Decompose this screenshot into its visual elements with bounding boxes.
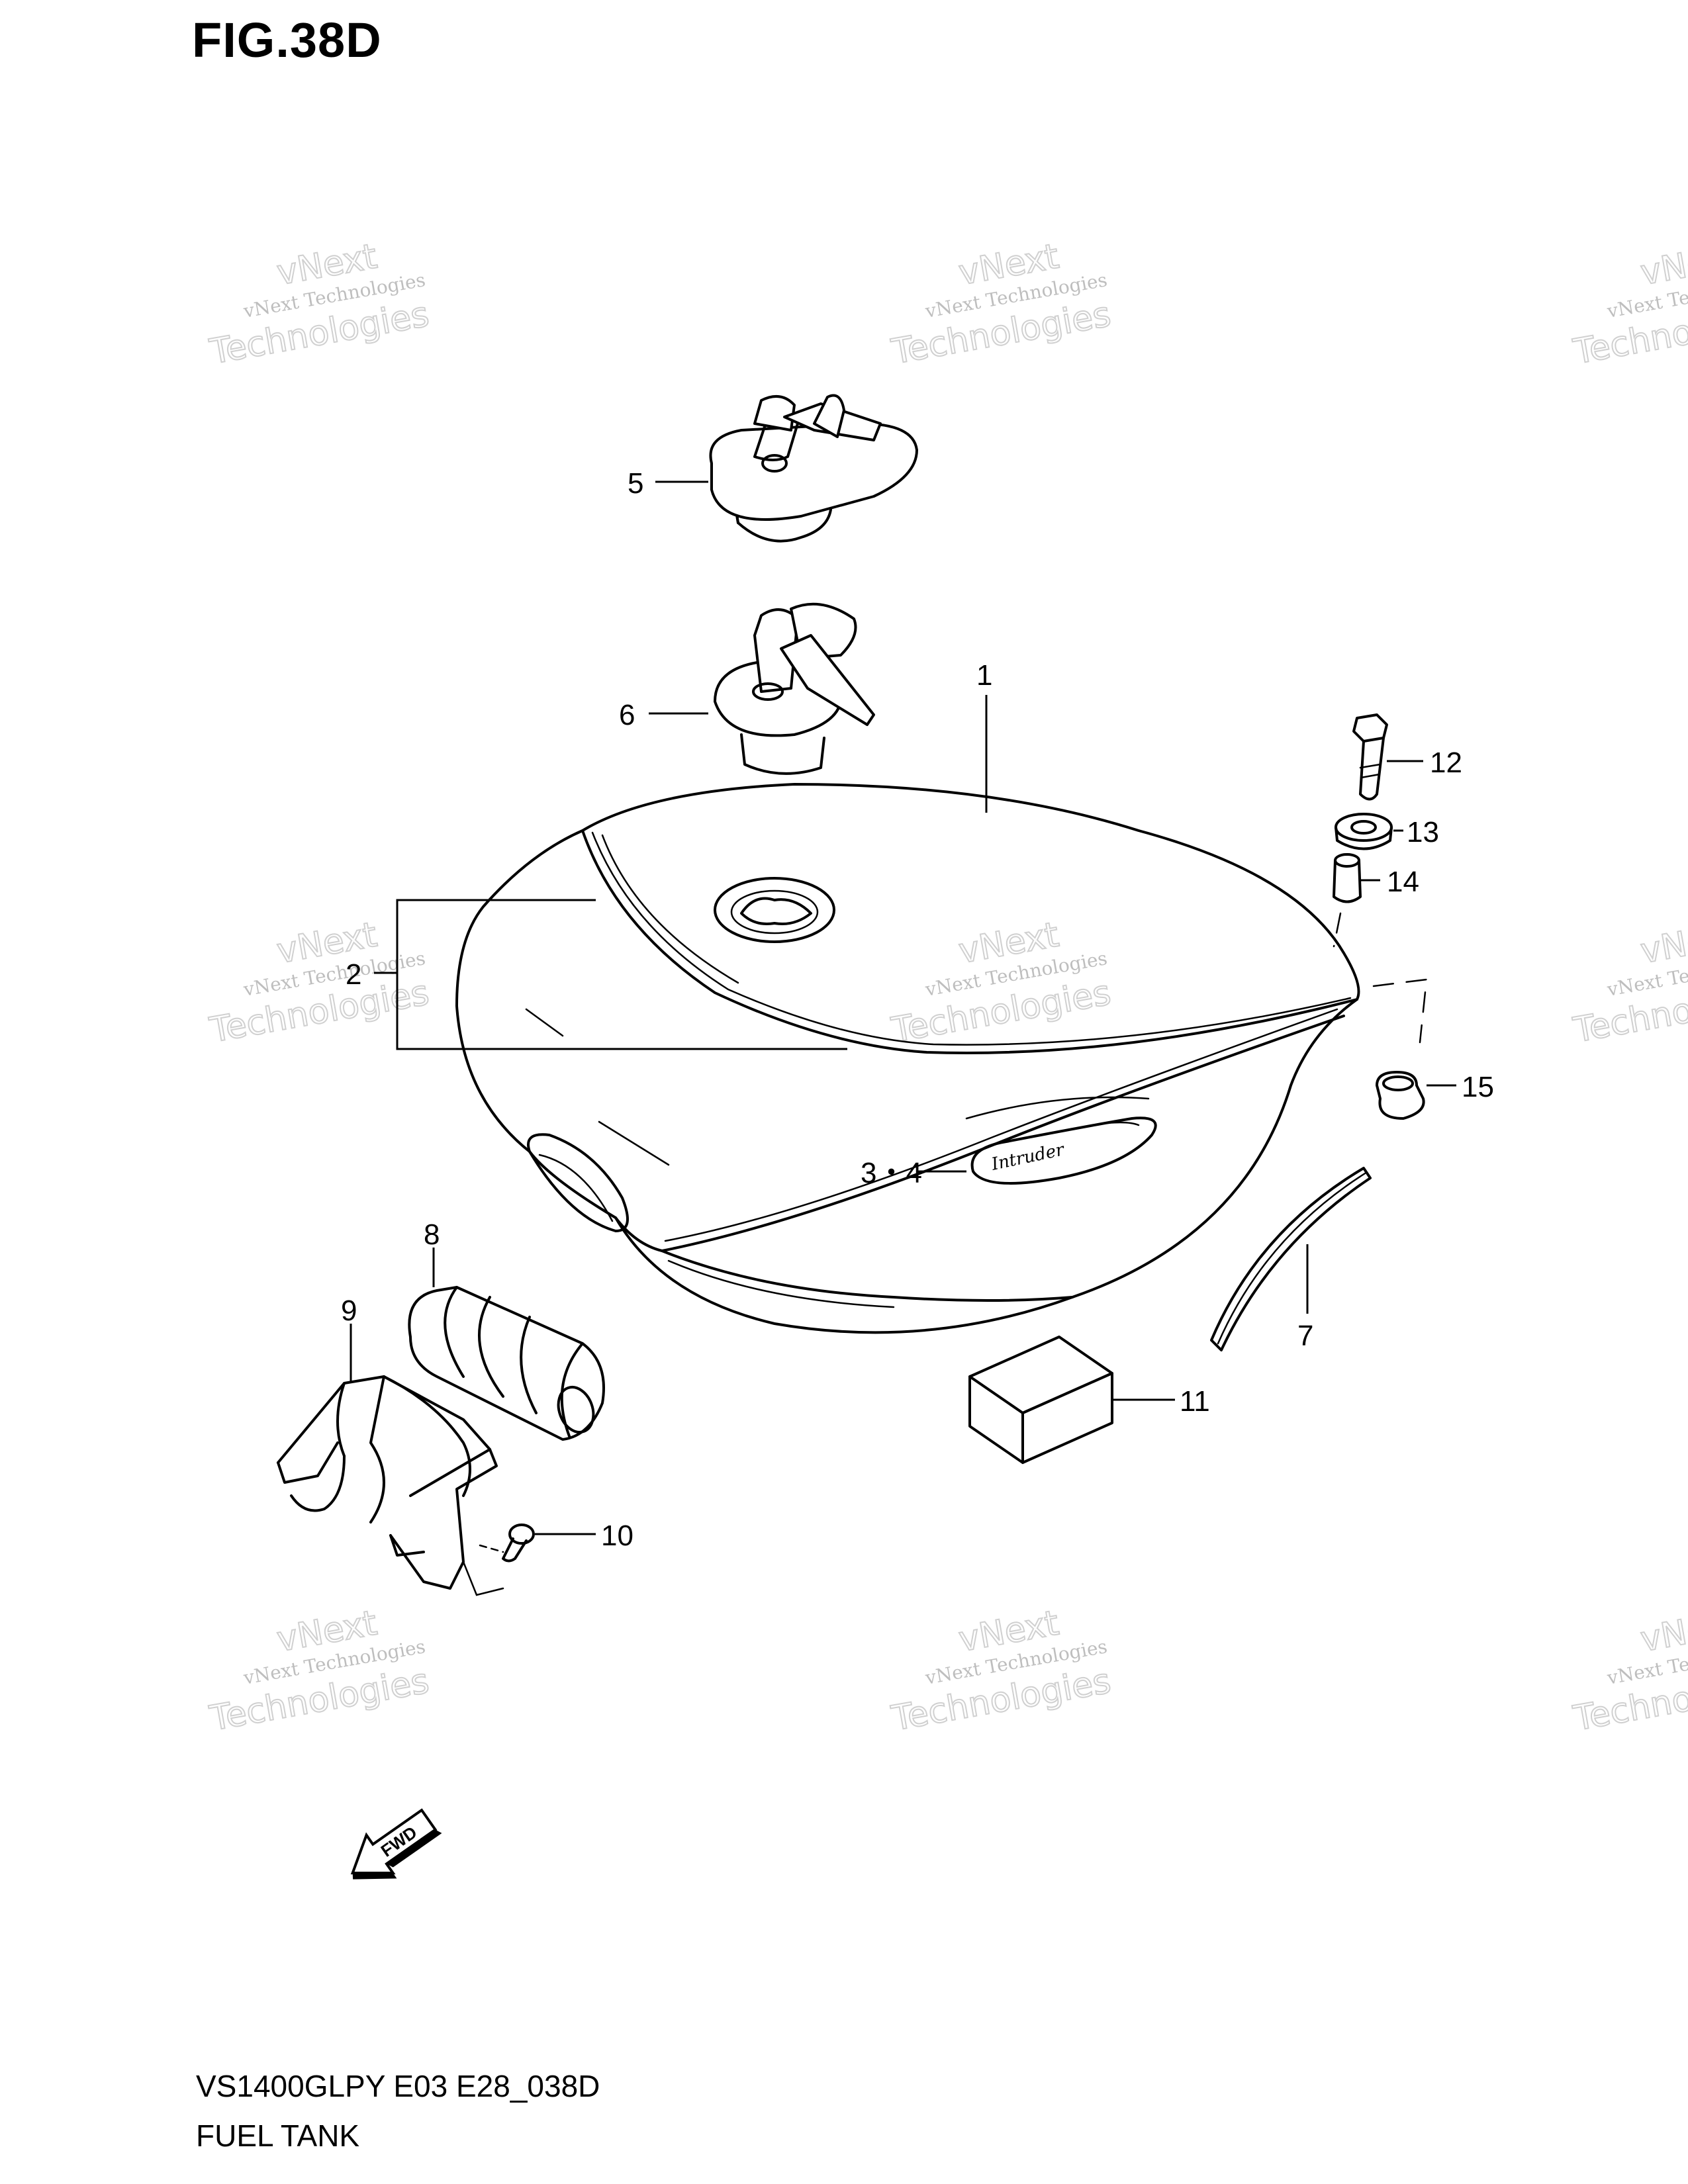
emblem-label: Intruder <box>989 1140 1066 1175</box>
watermark-text: vNext <box>1638 237 1688 293</box>
callout-11: 11 <box>1180 1385 1210 1418</box>
part-2-bracket <box>396 899 847 1050</box>
callout-8: 8 <box>424 1218 440 1251</box>
part-11-pad <box>968 1336 1113 1464</box>
part-13-grommet <box>1335 813 1393 850</box>
part-6-fuel-cap <box>714 602 875 775</box>
callout-13: 13 <box>1407 816 1439 848</box>
part-15-cushion <box>1376 1071 1425 1120</box>
figure-title: FIG.38D <box>192 13 382 68</box>
part-7-strip <box>1210 1167 1372 1351</box>
callout-15: 15 <box>1462 1071 1494 1103</box>
part-12-bolt <box>1352 713 1388 801</box>
part-1-fuel-tank: Intruder <box>455 783 1360 1334</box>
part-8-damper <box>408 1286 605 1441</box>
fwd-arrow-icon: FWD <box>350 1808 442 1880</box>
part-14-collar <box>1333 853 1362 903</box>
part-10-screw <box>479 1524 535 1563</box>
callout-1: 1 <box>976 659 992 692</box>
callout-14: 14 <box>1387 866 1419 898</box>
watermark-text: vNext <box>1638 1604 1688 1660</box>
callout-3-4: 3・4 <box>861 1157 922 1189</box>
callout-12: 12 <box>1430 747 1462 779</box>
callout-10: 10 <box>601 1520 633 1552</box>
figure-name: FUEL TANK <box>196 2118 360 2153</box>
callout-9: 9 <box>341 1295 357 1327</box>
callout-2: 2 <box>346 958 361 991</box>
callout-6: 6 <box>619 699 635 731</box>
model-code: VS1400GLPY E03 E28_038D <box>196 2069 600 2103</box>
watermark-group: vNext Technologies vNext Technologies vN… <box>206 236 1688 1740</box>
part-5-fuel-cap <box>709 394 918 543</box>
watermark-text: vNext <box>1638 915 1688 972</box>
callout-5: 5 <box>628 467 643 500</box>
callout-7: 7 <box>1297 1320 1313 1352</box>
part-9-bracket <box>277 1375 504 1596</box>
